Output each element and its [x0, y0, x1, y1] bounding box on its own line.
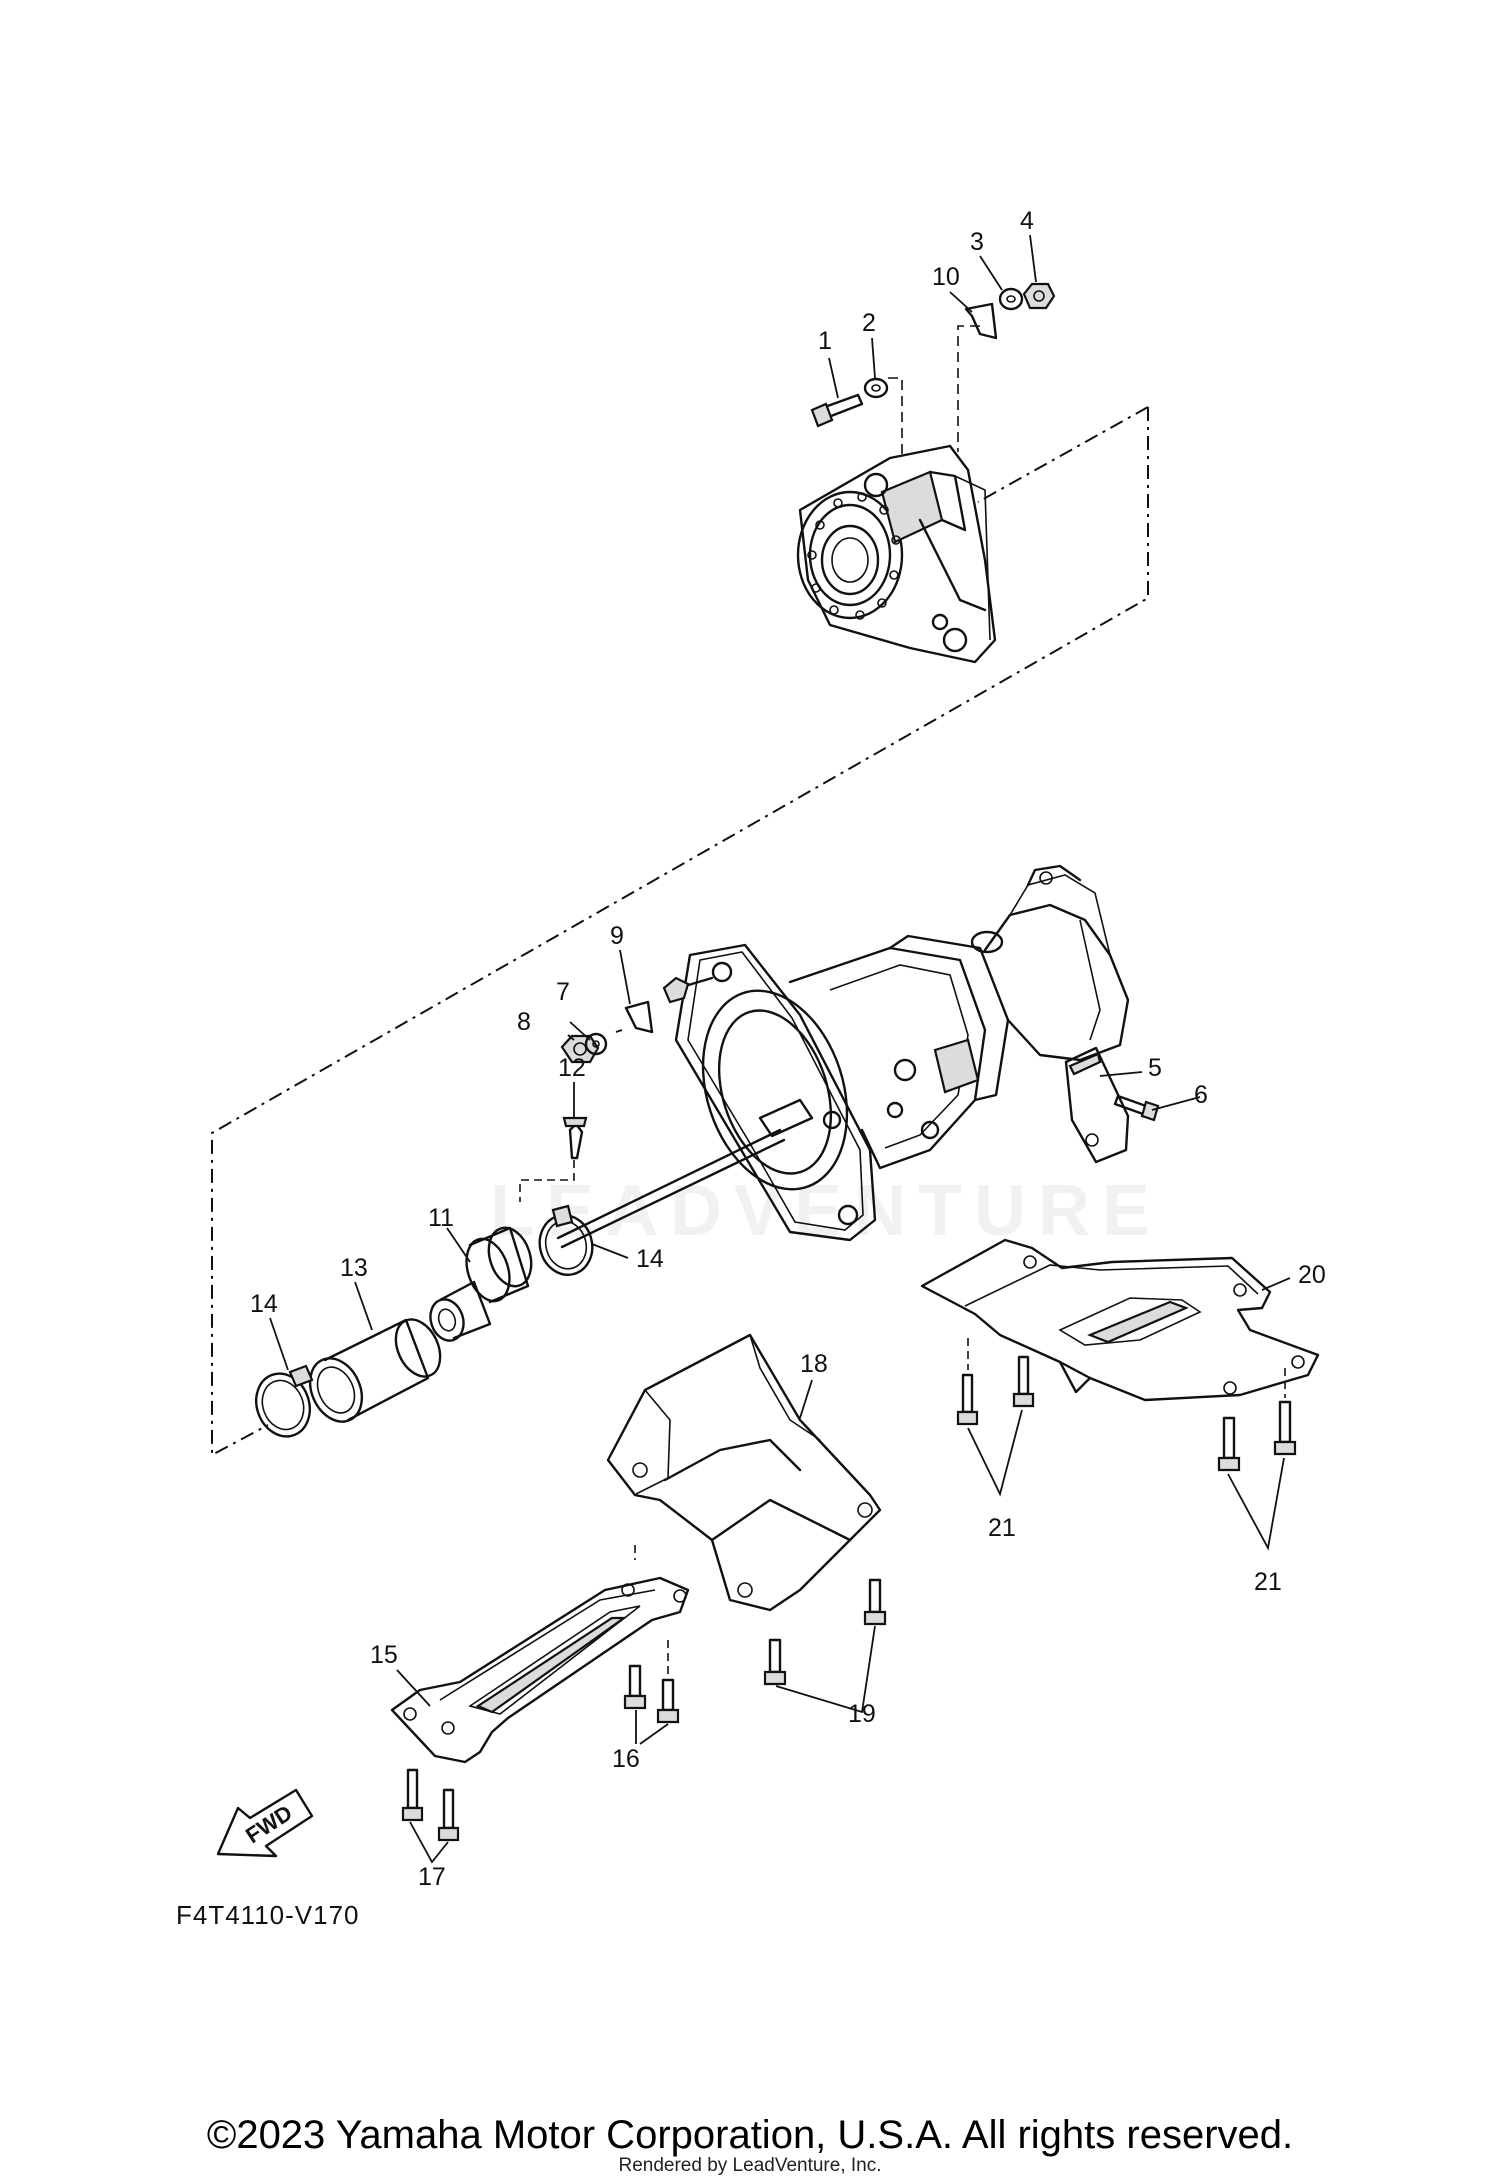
plate-5 [1064, 1046, 1130, 1164]
bolt-19-a [763, 1638, 787, 1686]
bolt-6 [1113, 1094, 1160, 1122]
callout-17: 17 [418, 1863, 446, 1891]
callout-18: 18 [800, 1350, 828, 1378]
bolt-16-b [656, 1678, 680, 1724]
leader-lines [269, 234, 1291, 1864]
drive-shaft [556, 1098, 814, 1249]
intermediate-housing [796, 444, 997, 664]
bearing-housing-11 [429, 1226, 533, 1342]
bolt-16-a [623, 1664, 647, 1710]
rendered-by-notice: Rendered by LeadVenture, Inc. [618, 2155, 882, 2176]
jet-pump-housing [662, 864, 1130, 1242]
washer-2 [863, 377, 889, 399]
callout-4: 4 [1020, 207, 1034, 235]
bracket-10 [964, 302, 998, 340]
callout-11: 11 [428, 1204, 454, 1232]
callout-21-right: 21 [1254, 1568, 1282, 1596]
callout-8: 8 [517, 1008, 531, 1036]
diagram-code: F4T4110-V170 [176, 1900, 360, 1930]
bracket-18 [606, 1333, 882, 1612]
intake-grate-15 [390, 1576, 690, 1764]
cover-plate-20 [920, 1238, 1320, 1402]
bracket-9 [624, 1000, 654, 1034]
hose-clamp-14-upper [538, 1204, 594, 1276]
assembly-boundary-line [211, 406, 1149, 1457]
rubber-hose-13 [308, 1318, 442, 1423]
callout-1: 1 [818, 327, 832, 355]
hose-clamp-14-lower [255, 1364, 314, 1438]
callout-20: 20 [1298, 1261, 1326, 1289]
callout-21-left: 21 [988, 1514, 1016, 1542]
bolt-21-b [1012, 1355, 1035, 1408]
screw-12 [562, 1116, 588, 1160]
callout-14-right: 14 [636, 1245, 664, 1273]
bolt-19-b [863, 1578, 887, 1626]
bolt-21-d [1273, 1400, 1297, 1456]
washer-3 [998, 287, 1024, 311]
watermark-text: LEADVENTURE [490, 1171, 1162, 1251]
callout-2: 2 [862, 309, 876, 337]
callout-3: 3 [970, 228, 984, 256]
callout-7: 7 [556, 978, 570, 1006]
washer-7 [584, 1032, 608, 1056]
callout-13: 13 [340, 1254, 368, 1282]
bolt-17-a [401, 1768, 424, 1822]
callout-14-left: 14 [250, 1290, 278, 1318]
bolt-21-c [1217, 1416, 1241, 1472]
callout-19: 19 [848, 1700, 876, 1728]
callout-10: 10 [932, 263, 960, 291]
callout-labels: 1 2 3 4 10 9 7 8 5 6 12 11 13 14 14 18 2… [250, 207, 1326, 1891]
nut-4 [1022, 282, 1056, 310]
copyright-notice: ©2023 Yamaha Motor Corporation, U.S.A. A… [206, 2113, 1294, 2157]
callout-6: 6 [1194, 1081, 1208, 1109]
bolt-21-a [956, 1373, 979, 1426]
bolt-17-b [437, 1788, 460, 1842]
callout-15: 15 [370, 1641, 398, 1669]
fwd-arrow-icon: FWD [216, 1788, 314, 1858]
callout-9: 9 [610, 922, 624, 950]
callout-16: 16 [612, 1745, 640, 1773]
callout-5: 5 [1148, 1054, 1162, 1082]
bolt-1 [810, 393, 864, 428]
callout-12: 12 [558, 1054, 586, 1082]
nut-8 [560, 1034, 600, 1064]
